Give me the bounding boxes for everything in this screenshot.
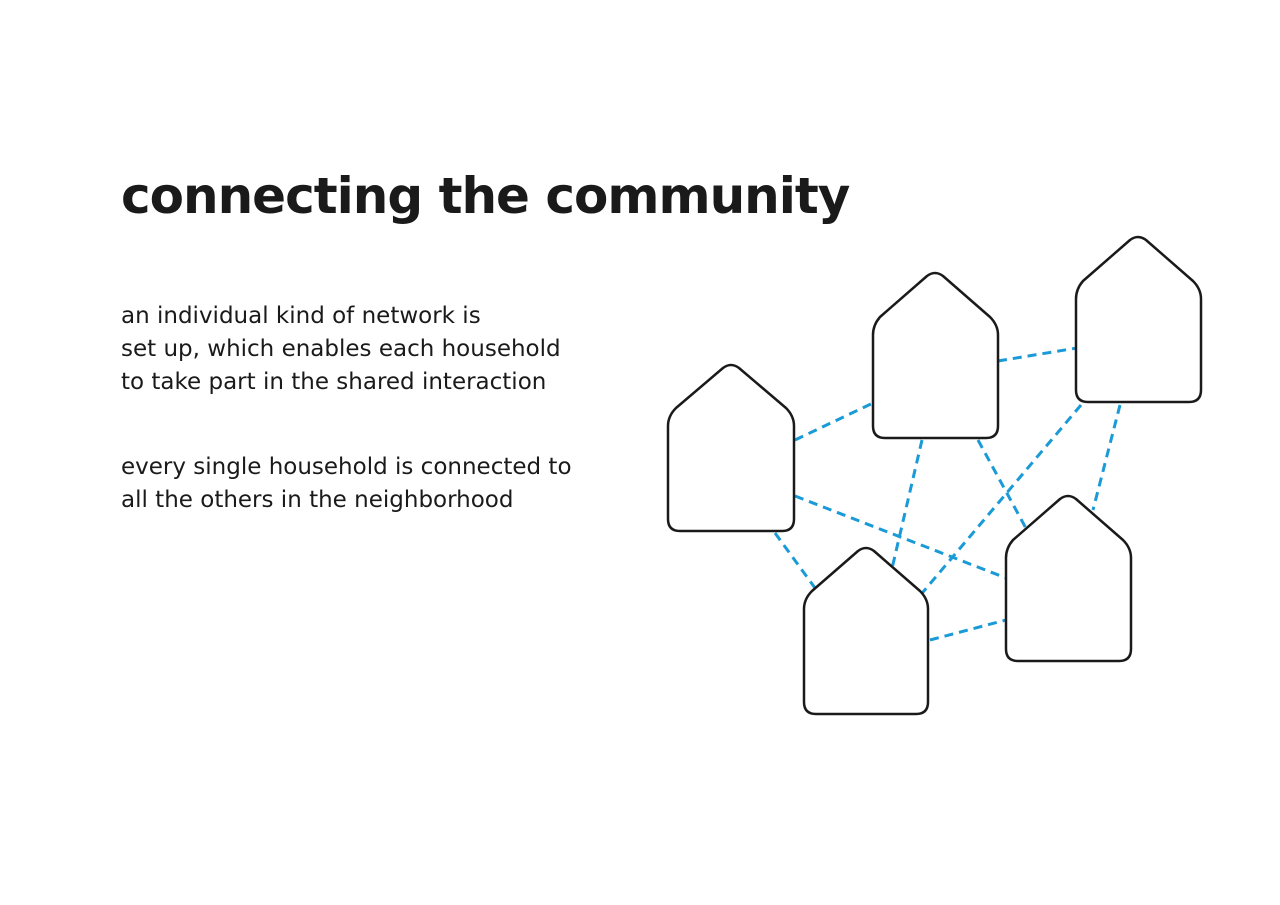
connection-topcenter-topright (997, 346, 1078, 363)
paragraph-2-line-2: all the others in the neighborhood (121, 487, 514, 513)
houses (666, 235, 1203, 716)
connection-lines (773, 346, 1122, 642)
connection-topcenter-bottomright (976, 439, 1030, 533)
connection-bottomcenter-bottomright (929, 618, 1007, 642)
house-top-right-icon (1074, 235, 1203, 404)
connection-topright-bottomcenter (916, 404, 1083, 599)
connection-left-bottomcenter (773, 532, 817, 589)
house-bottom-right-icon (1004, 494, 1133, 663)
paragraph-1-line-1: an individual kind of network is (121, 303, 481, 329)
connection-left-bottomright (794, 494, 1007, 580)
connection-topright-bottomright (1091, 404, 1122, 511)
connection-left-topcenter (794, 401, 874, 442)
house-top-center-icon (871, 271, 1000, 440)
paragraph-1-line-3: to take part in the shared interaction (121, 369, 547, 395)
description-paragraph-1: an individual kind of network is set up,… (121, 300, 561, 399)
house-left-icon (666, 363, 796, 533)
paragraph-1-line-2: set up, which enables each household (121, 336, 561, 362)
page-title: connecting the community (121, 167, 850, 225)
description-paragraph-2: every single household is connected to a… (121, 451, 572, 517)
paragraph-2-line-1: every single household is connected to (121, 454, 572, 480)
connection-topcenter-bottomcenter (888, 439, 924, 578)
house-bottom-center-icon (802, 546, 930, 716)
